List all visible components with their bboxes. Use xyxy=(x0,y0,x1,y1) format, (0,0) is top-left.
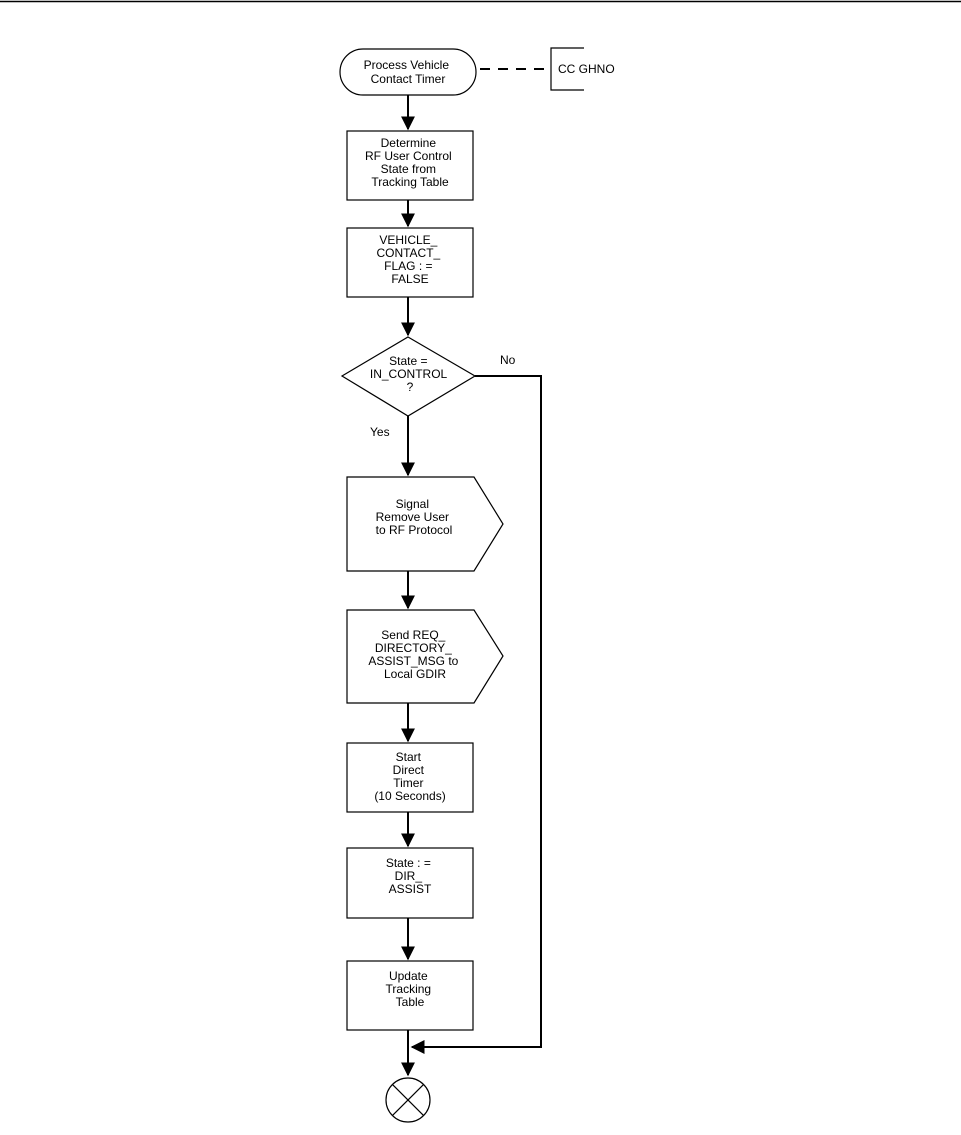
end-connector-symbol xyxy=(385,1077,431,1123)
send-req-line-1: Send REQ_ xyxy=(381,628,445,642)
set-flag-line-3: FLAG : = xyxy=(384,259,432,273)
signal-remove-output-shape: Signal Remove User to RF Protocol xyxy=(346,476,504,572)
determine-line-3: State from xyxy=(381,162,436,176)
set-flag-line-2: CONTACT_ xyxy=(376,246,440,260)
signal-remove-line-1: Signal xyxy=(396,497,429,511)
edge-no-branch xyxy=(410,375,542,1054)
set-state-line-3: ASSIST xyxy=(389,882,432,896)
set-flag-process-box: VEHICLE_ CONTACT_ FLAG : = FALSE xyxy=(346,227,474,298)
signal-remove-line-3: to RF Protocol xyxy=(376,523,453,537)
svg-text:Determine RF User Contro: Determine RF User Control State from Tra… xyxy=(365,136,455,189)
signal-remove-line-2: Remove User xyxy=(376,510,449,524)
send-req-line-4: Local GDIR xyxy=(384,667,446,681)
set-state-process-box: State : = DIR_ ASSIST xyxy=(346,847,474,919)
start-timer-line-1: Start xyxy=(396,750,422,764)
start-timer-line-3: Timer xyxy=(393,776,423,790)
decision-diamond: State = IN_CONTROL ? xyxy=(340,336,477,417)
send-req-line-3: ASSIST_MSG to xyxy=(368,654,458,668)
update-table-process-box: Update Tracking Table xyxy=(346,960,474,1031)
decision-line-1: State = xyxy=(389,354,427,368)
set-flag-line-1: VEHICLE_ xyxy=(379,233,437,247)
update-table-line-3: Table xyxy=(396,995,425,1009)
svg-text:Start Direct Timer: Start Direct Timer (10 Seconds) xyxy=(374,750,445,803)
start-label-line-2: Contact Timer xyxy=(371,72,446,86)
determine-line-1: Determine xyxy=(381,136,437,150)
determine-process-box: Determine RF User Control State from Tra… xyxy=(346,130,474,201)
decision-line-3: ? xyxy=(407,380,414,394)
yes-label: Yes xyxy=(370,425,390,439)
send-req-line-2: DIRECTORY_ xyxy=(375,641,452,655)
start-timer-line-4: (10 Seconds) xyxy=(374,789,445,803)
determine-line-2: RF User Control xyxy=(365,149,452,163)
set-state-line-1: State : = xyxy=(386,856,431,870)
update-table-line-2: Tracking xyxy=(386,982,432,996)
set-flag-line-4: FALSE xyxy=(391,272,428,286)
annotation-bracket: CC GHNO xyxy=(550,47,615,91)
svg-text:VEHICLE_ CONTACT_: VEHICLE_ CONTACT_ FLAG : = FALSE xyxy=(376,233,443,286)
svg-text:Process Vehicle Contact: Process Vehicle Contact Timer xyxy=(364,58,453,86)
start-timer-process-box: Start Direct Timer (10 Seconds) xyxy=(346,742,474,813)
start-terminator: Process Vehicle Contact Timer xyxy=(339,48,477,96)
start-label-line-1: Process Vehicle xyxy=(364,58,450,72)
start-timer-line-2: Direct xyxy=(393,763,425,777)
svg-text:Send REQ_ DIRECTORY_: Send REQ_ DIRECTORY_ ASSIST_MSG to Local… xyxy=(368,628,461,681)
determine-line-4: Tracking Table xyxy=(371,175,449,189)
annotation-label: CC GHNO xyxy=(558,62,615,76)
svg-text:Update Tracking Ta: Update Tracking Table xyxy=(386,969,435,1009)
svg-text:State = IN_CONTROL: State = IN_CONTROL ? xyxy=(370,354,450,394)
decision-line-2: IN_CONTROL xyxy=(370,367,448,381)
svg-text:Signal Remove User: Signal Remove User to RF Protocol xyxy=(376,497,453,537)
send-req-output-shape: Send REQ_ DIRECTORY_ ASSIST_MSG to Local… xyxy=(346,609,504,704)
svg-text:State : = DIR_ ASS: State : = DIR_ ASSIST xyxy=(386,856,434,896)
no-label: No xyxy=(500,353,516,367)
set-state-line-2: DIR_ xyxy=(395,869,423,883)
update-table-line-1: Update xyxy=(389,969,428,983)
